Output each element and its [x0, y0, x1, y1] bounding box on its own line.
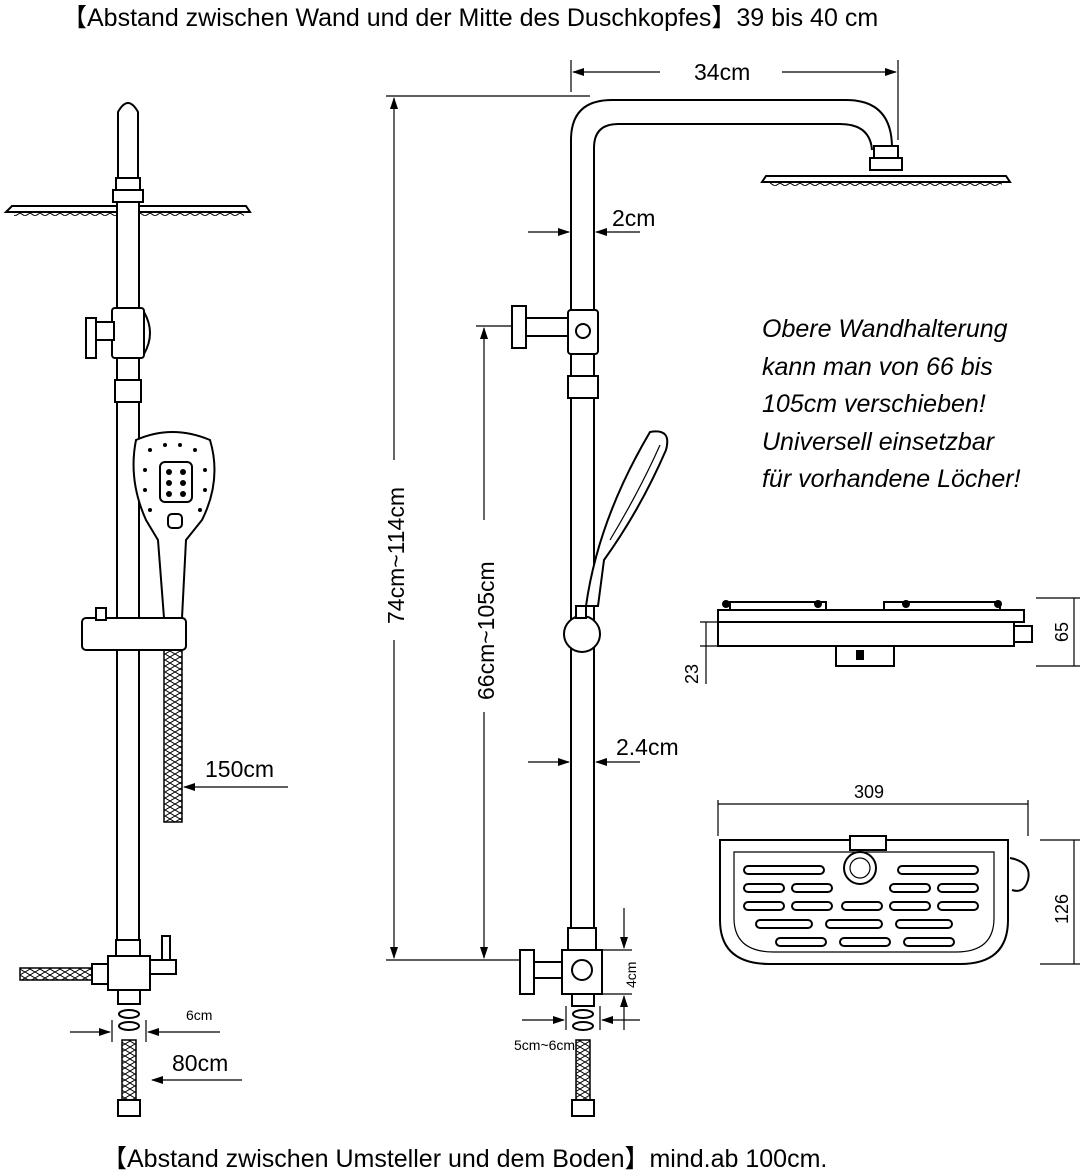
inlet-hose-label: 80cm — [172, 1050, 228, 1076]
shelf-hook-side — [1009, 857, 1030, 892]
rain-head-side — [760, 175, 1012, 183]
head-joint-lower — [112, 189, 144, 203]
diverter-lever — [161, 935, 171, 961]
diverter-side-bottom — [571, 993, 595, 1007]
shelf-drain-slots — [743, 865, 979, 947]
inlet-width-label: 6cm — [186, 1007, 212, 1023]
bracket-plate-side — [511, 305, 527, 349]
side-arm-outer — [570, 99, 893, 950]
bracket-plate — [85, 317, 97, 359]
wall-mount-note: Obere Wandhalterung kann man von 66 bis … — [762, 311, 1021, 499]
hand-shower-nozzles — [143, 443, 207, 529]
shelf-width-label: 309 — [854, 782, 884, 802]
shelf-top-view: 309 126 — [717, 782, 1080, 965]
shelf-foot-2 — [814, 600, 822, 608]
arm-joint — [873, 145, 899, 159]
pipe-cap — [117, 102, 139, 181]
diverter-top — [115, 939, 141, 957]
connector-height-label: 4cm — [623, 962, 639, 988]
footer-note: 【Abstand zwischen Umsteller und dem Bode… — [102, 1145, 828, 1173]
header-note: 【Abstand zwischen Wand und der Mitte des… — [62, 4, 879, 32]
shelf-pad-right — [883, 601, 1001, 611]
side-washer-2 — [572, 1021, 594, 1031]
shelf-side-view: 65 23 — [682, 597, 1080, 684]
arm-joint-lower — [869, 157, 903, 171]
inlet-hose-side — [575, 1039, 591, 1101]
pipe-collar — [114, 379, 142, 403]
front-view: 150cm 6cm 80cm — [3, 102, 288, 1117]
shelf-height-label: 65 — [1052, 622, 1072, 642]
note-line-5: für vorhandene Löcher! — [762, 465, 1021, 493]
shelf-depth-label: 126 — [1052, 894, 1072, 924]
outlet-hose — [19, 967, 93, 981]
bracket-screw — [575, 323, 591, 339]
connector-spacing-label: 5cm~6cm — [514, 1037, 575, 1053]
collar-side — [567, 375, 599, 399]
arm-length-label: 34cm — [694, 59, 750, 85]
inlet-nut-side — [571, 1099, 595, 1117]
hand-shower-side-line — [609, 444, 661, 541]
shelf-pad-left — [729, 601, 827, 611]
bracket-range-label: 66cm~105cm — [473, 561, 499, 700]
bracket-arm — [95, 321, 115, 341]
shelf-foot-1 — [722, 600, 730, 608]
shelf-body — [717, 621, 1015, 647]
shelf-ring-inner — [849, 857, 871, 879]
shelf-foot-4 — [994, 600, 1002, 608]
diverter-side-plate — [519, 949, 535, 995]
shelf-tray-inner — [733, 851, 995, 953]
slider-side-knob — [575, 605, 587, 619]
hose-length-label: 150cm — [205, 756, 274, 782]
slider-side — [563, 615, 601, 653]
diverter-body — [107, 955, 151, 991]
wall-bracket-front — [111, 307, 145, 359]
diverter-handle — [149, 959, 177, 975]
inlet-nut — [117, 1099, 141, 1117]
shelf-hook-top — [849, 835, 887, 851]
note-line-2: kann man von 66 bis — [762, 352, 993, 381]
pipe-upper-label: 2cm — [612, 205, 655, 231]
side-arm-inner — [593, 123, 873, 950]
note-line-1: Obere Wandhalterung — [762, 315, 1008, 343]
bracket-arm-side — [525, 317, 571, 337]
diverter-side-dial — [571, 959, 593, 981]
shelf-base-label: 23 — [682, 664, 702, 684]
diverter-side-arm — [533, 961, 563, 979]
rain-head-side-nozzles — [770, 182, 1002, 186]
total-height-label: 74cm~114cm — [383, 487, 409, 624]
note-line-3: 105cm verschieben! — [762, 390, 986, 418]
slider-knob — [95, 607, 107, 621]
shelf-top-rail — [717, 609, 1025, 623]
shelf-mount — [835, 645, 895, 667]
inlet-hose-front — [121, 1039, 137, 1101]
note-line-4: Universell einsetzbar — [762, 427, 995, 456]
washer-2 — [118, 1021, 140, 1031]
shelf-ring — [843, 851, 877, 885]
diverter-side-top — [567, 927, 597, 951]
bracket-knob — [143, 311, 151, 355]
side-view: 34cm 2cm 2.4cm 74cm~114cm 66cm~105cm 4cm… — [383, 59, 1012, 1117]
shelf-clip — [1013, 625, 1033, 643]
hose-front — [163, 649, 183, 823]
hand-shower-side — [584, 430, 669, 607]
washer-1 — [118, 1009, 140, 1019]
side-washer-1 — [572, 1009, 594, 1019]
head-joint — [115, 177, 141, 191]
shelf-foot-3 — [902, 600, 910, 608]
shelf-mount-screw — [856, 650, 864, 660]
slider-front — [81, 617, 187, 651]
diverter-bottom — [117, 989, 141, 1005]
hose-nut — [91, 963, 109, 985]
pipe-lower-label: 2.4cm — [616, 734, 679, 760]
